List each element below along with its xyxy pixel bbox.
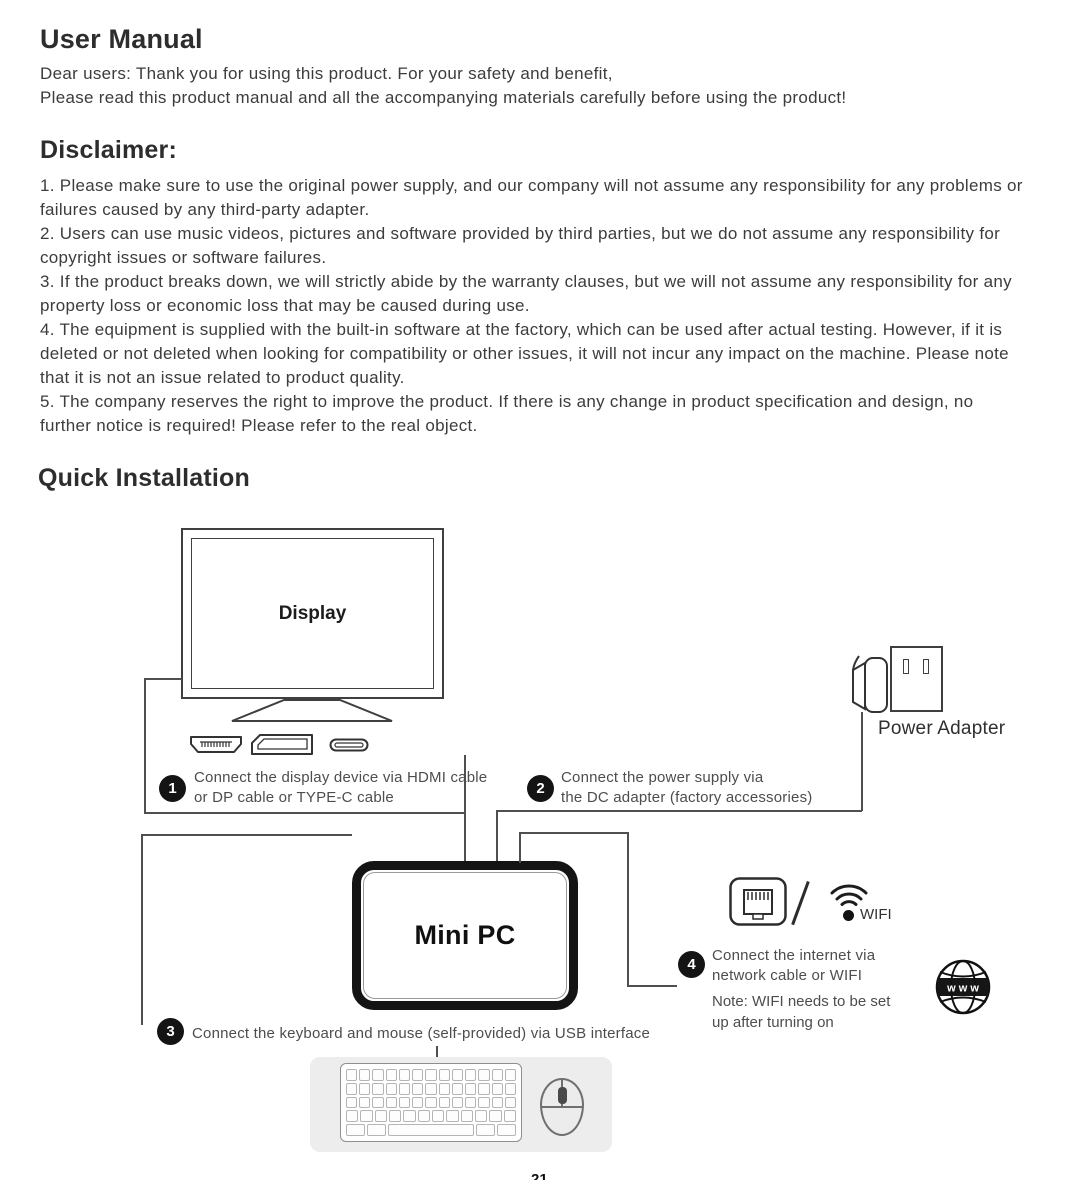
power-cable-line: [496, 810, 498, 863]
keyboard-icon: [340, 1063, 522, 1142]
step-4-text: Connect the internet via network cable o…: [712, 946, 875, 986]
wifi-note: Note: WIFI needs to be set up after turn…: [712, 991, 890, 1033]
type-c-connector-icon: [329, 738, 369, 752]
network-cable-line: [627, 985, 677, 987]
step-2-line-1: Connect the power supply via: [561, 769, 764, 786]
wifi-label: WIFI: [860, 906, 892, 923]
wall-outlet-icon: [890, 646, 943, 712]
keyboard-keys: [346, 1069, 517, 1136]
globe-www-text: w w w: [946, 983, 979, 995]
outlet-slot: [903, 659, 909, 674]
step-3-line-1: Connect the keyboard and mouse (self-pro…: [192, 1025, 651, 1042]
step-2-text: Connect the power supply via the DC adap…: [561, 768, 812, 808]
display-cable-line: [145, 678, 182, 680]
step-4-line-1: Connect the internet via: [712, 947, 876, 964]
step-1-badge: 1: [159, 775, 186, 802]
display-label: Display: [278, 602, 347, 624]
displayport-connector-icon: [251, 734, 313, 755]
mini-pc-label: Mini PC: [414, 920, 516, 950]
globe-www-icon: w w w: [935, 959, 991, 1015]
wifi-dot-icon: [843, 910, 854, 921]
monitor-screen: Display: [191, 538, 434, 689]
power-adapter-label: Power Adapter: [878, 718, 1006, 739]
intro-line-1: Dear users: Thank you for using this pro…: [40, 64, 613, 83]
step-4-line-2: network cable or WIFI: [712, 967, 863, 984]
usb-cable-line: [436, 1046, 438, 1064]
monitor-stand-icon: [231, 699, 393, 722]
step-2-badge: 2: [527, 775, 554, 802]
intro-text: Dear users: Thank you for using this pro…: [40, 62, 846, 110]
ethernet-port-icon: [729, 877, 787, 926]
usb-cable-line: [142, 834, 352, 836]
step-1-line-2: or DP cable or TYPE-C cable: [194, 789, 394, 806]
quick-installation-heading: Quick Installation: [38, 464, 250, 492]
disclaimer-item: 1. Please make sure to use the original …: [40, 176, 1023, 219]
mouse-icon: [540, 1078, 584, 1136]
step-3-text: Connect the keyboard and mouse (self-pro…: [192, 1024, 650, 1044]
disclaimer-item: 4. The equipment is supplied with the bu…: [40, 320, 1009, 387]
mini-pc-face: Mini PC: [363, 872, 567, 999]
disclaimer-body: 1. Please make sure to use the original …: [40, 174, 1025, 438]
network-cable-line: [519, 833, 521, 863]
step-2-number: 2: [536, 780, 545, 797]
step-2-line-2: the DC adapter (factory accessories): [561, 789, 813, 806]
display-cable-line: [464, 755, 466, 863]
step-1-text: Connect the display device via HDMI cabl…: [194, 768, 487, 808]
step-1-number: 1: [168, 780, 177, 797]
power-plug-icon: [852, 655, 888, 713]
step-3-number: 3: [166, 1023, 175, 1040]
disclaimer-item: 5. The company reserves the right to imp…: [40, 392, 974, 435]
outlet-slot: [923, 659, 929, 674]
mini-pc: Mini PC: [352, 861, 578, 1010]
network-cable-line: [519, 832, 629, 834]
step-4-badge: 4: [678, 951, 705, 978]
disclaimer-heading: Disclaimer:: [40, 136, 177, 164]
step-4-number: 4: [687, 956, 696, 973]
hdmi-connector-icon: [190, 736, 242, 753]
page-title: User Manual: [40, 24, 203, 54]
disclaimer-item: 2. Users can use music videos, pictures …: [40, 224, 1001, 267]
power-cable-line: [496, 810, 862, 812]
wifi-icon: [830, 884, 868, 906]
slash-separator: [791, 880, 810, 926]
power-cable-line: [861, 712, 863, 811]
wifi-note-line-2: up after turning on: [712, 1014, 834, 1031]
display-cable-line: [144, 812, 465, 814]
intro-line-2: Please read this product manual and all …: [40, 88, 847, 107]
step-3-badge: 3: [157, 1018, 184, 1045]
usb-cable-line: [141, 834, 143, 1025]
step-1-line-1: Connect the display device via HDMI cabl…: [194, 769, 488, 786]
display-cable-line: [144, 678, 146, 813]
page-number-partial: 21: [531, 1171, 548, 1180]
mouse-wheel: [557, 1087, 567, 1104]
disclaimer-item: 3. If the product breaks down, we will s…: [40, 272, 1012, 315]
wifi-note-line-1: Note: WIFI needs to be set: [712, 993, 891, 1010]
mouse-seam: [542, 1106, 582, 1108]
monitor-icon: Display: [181, 528, 444, 699]
network-cable-line: [627, 832, 629, 986]
